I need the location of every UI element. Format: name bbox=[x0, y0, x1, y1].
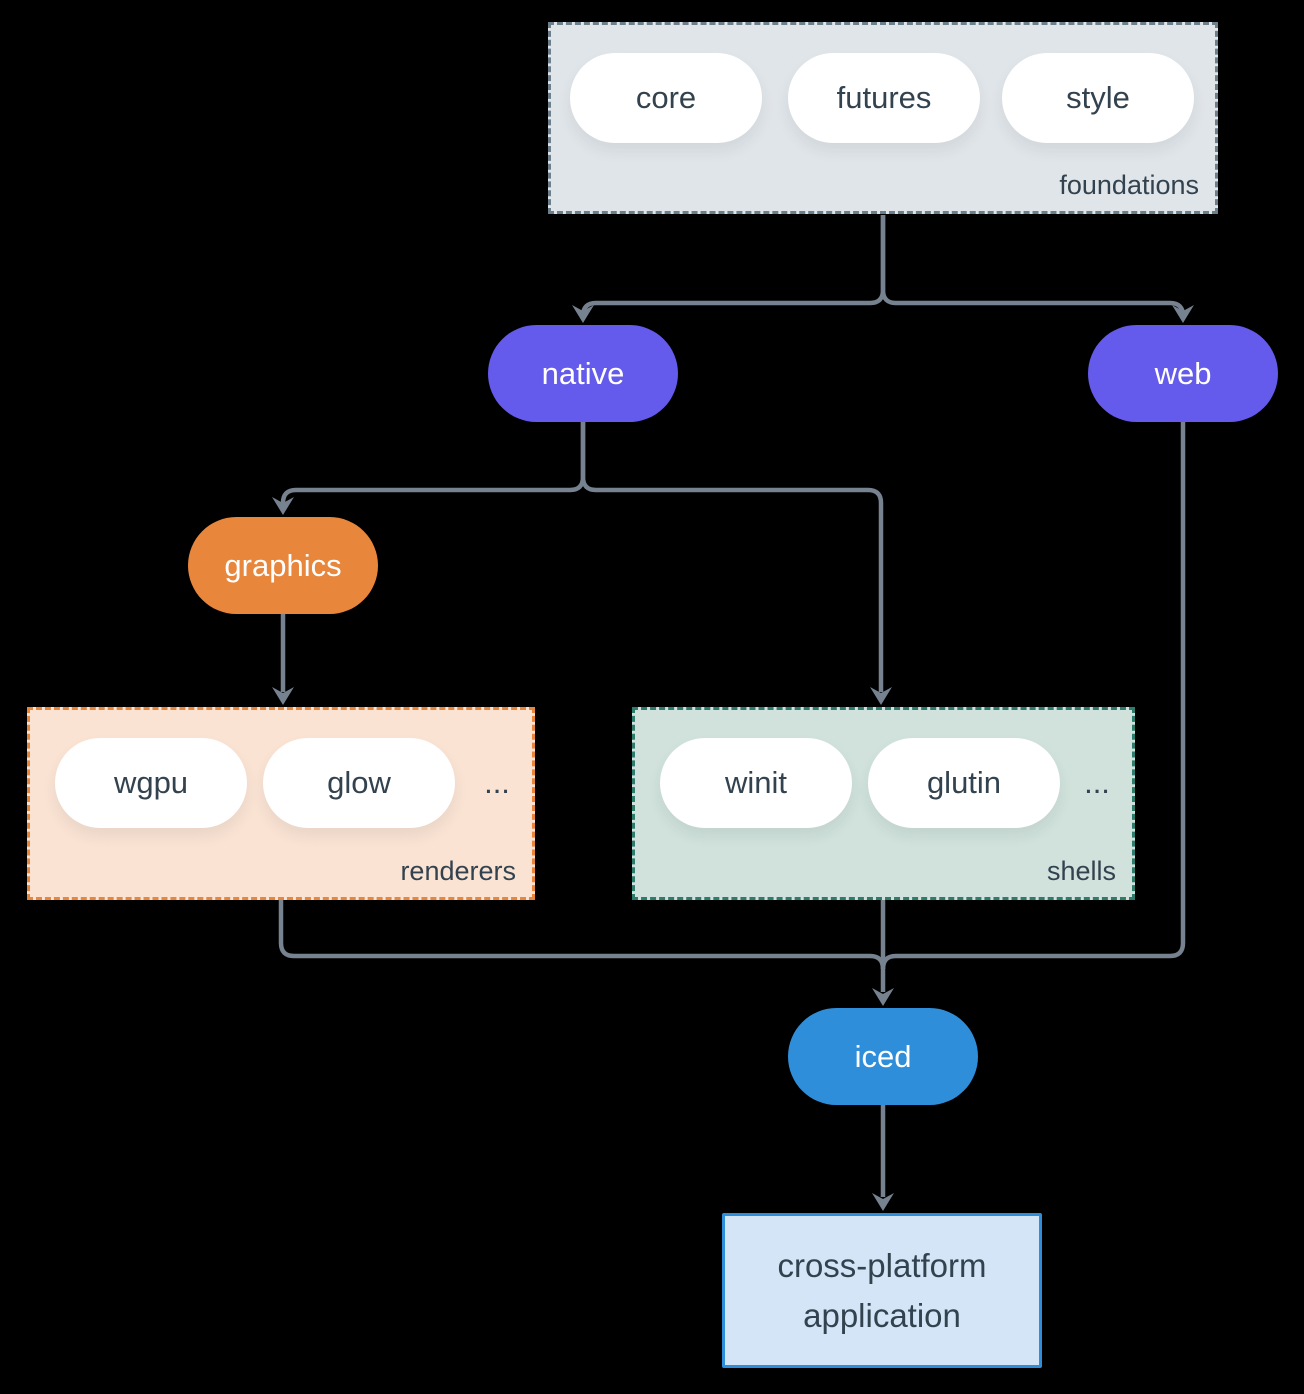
crate-pill-wgpu: wgpu bbox=[55, 738, 247, 828]
node-graphics: graphics bbox=[188, 517, 378, 614]
crate-pill-futures-label: futures bbox=[836, 80, 932, 115]
node-native: native bbox=[488, 325, 678, 422]
renderers-ellipsis: ... bbox=[484, 765, 510, 800]
crate-pill-glutin-label: glutin bbox=[926, 765, 1002, 800]
edge-foundations-to-native bbox=[580, 215, 886, 317]
arrowhead-graphics bbox=[272, 497, 294, 515]
arrowhead-iced bbox=[872, 988, 894, 1006]
arrowhead-renderers bbox=[272, 687, 294, 705]
shells-group: winit glutin ... shells bbox=[632, 707, 1135, 900]
application-label-line2: application bbox=[803, 1296, 961, 1334]
shells-ellipsis: ... bbox=[1084, 765, 1110, 800]
renderers-group: wgpu glow ... renderers bbox=[27, 707, 535, 900]
arrowhead-shells bbox=[870, 687, 892, 705]
crate-pill-glow-label: glow bbox=[327, 765, 391, 800]
crate-pill-core-label: core bbox=[635, 80, 697, 115]
arrowhead-web bbox=[1172, 305, 1194, 323]
node-web-label: web bbox=[1154, 355, 1212, 391]
crate-pill-glow: glow bbox=[263, 738, 455, 828]
crate-pill-core: core bbox=[570, 53, 762, 143]
arrowhead-native bbox=[572, 305, 594, 323]
crate-pill-futures: futures bbox=[788, 53, 980, 143]
crate-pill-winit: winit bbox=[660, 738, 852, 828]
cross-platform-application-box: cross-platform application bbox=[722, 1213, 1042, 1368]
node-iced-label: iced bbox=[854, 1038, 912, 1074]
edge-native-to-shells bbox=[580, 422, 884, 692]
foundations-group: core futures style foundations bbox=[548, 22, 1218, 214]
shells-group-label: shells bbox=[1046, 856, 1116, 886]
crate-pill-glutin: glutin bbox=[868, 738, 1060, 828]
node-native-label: native bbox=[541, 355, 625, 391]
edge-renderers-to-iced bbox=[278, 900, 886, 970]
application-label-line1: cross-platform bbox=[777, 1246, 987, 1284]
crate-pill-winit-label: winit bbox=[724, 765, 787, 800]
node-iced: iced bbox=[788, 1008, 978, 1105]
arrowhead-application bbox=[872, 1193, 894, 1211]
crate-pill-wgpu-label: wgpu bbox=[113, 765, 189, 800]
foundations-group-label: foundations bbox=[1059, 170, 1199, 200]
renderers-group-label: renderers bbox=[400, 856, 516, 886]
node-graphics-label: graphics bbox=[224, 547, 342, 583]
node-web: web bbox=[1088, 325, 1278, 422]
crate-pill-style: style bbox=[1002, 53, 1194, 143]
crate-pill-style-label: style bbox=[1066, 80, 1130, 115]
edge-native-to-graphics bbox=[280, 422, 586, 504]
edge-foundations-to-web bbox=[880, 215, 1186, 317]
